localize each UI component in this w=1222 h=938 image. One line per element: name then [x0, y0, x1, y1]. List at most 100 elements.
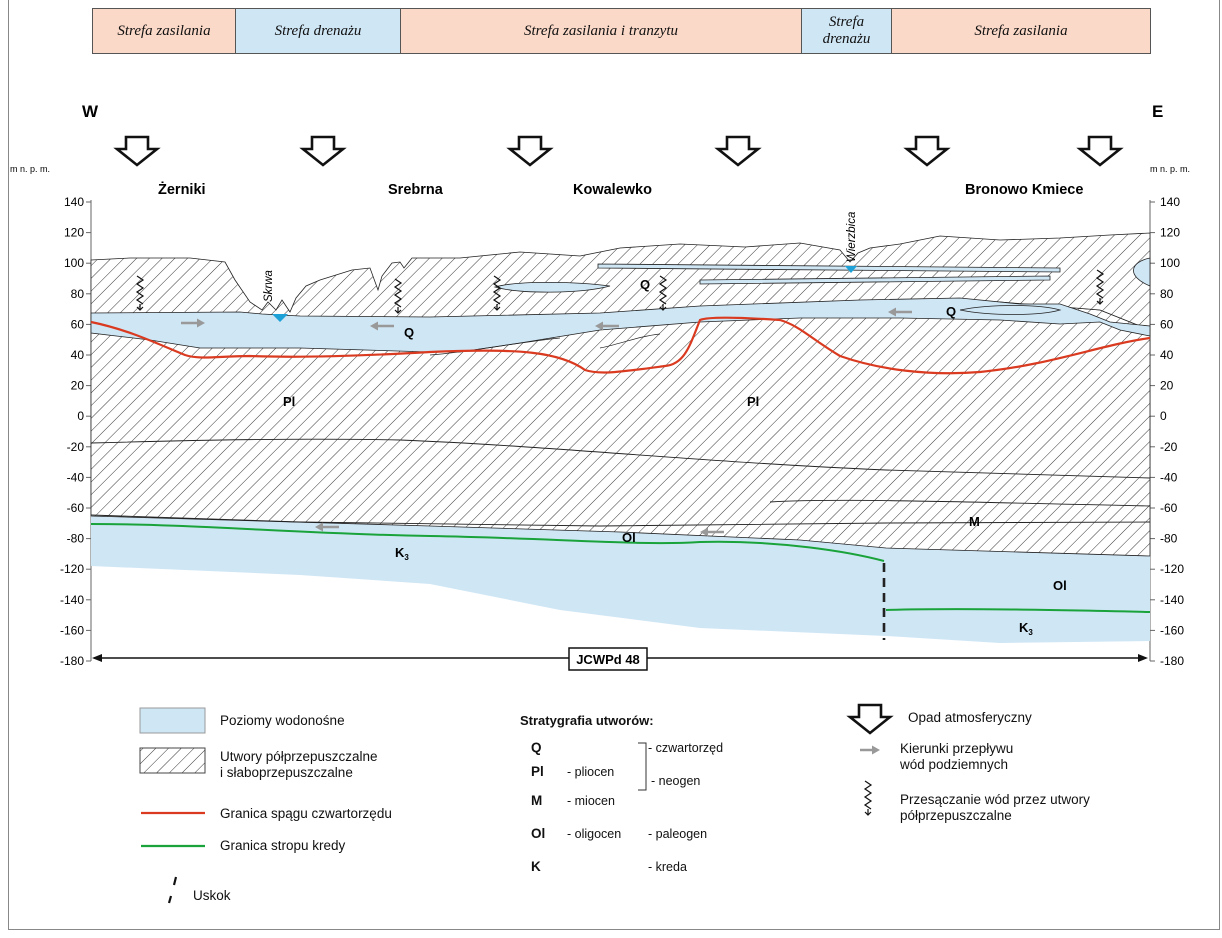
axis-tick-label: 60	[71, 317, 85, 331]
aquifer-lens-3	[699, 275, 1051, 285]
legend-flow-text-2: wód podziemnych	[900, 757, 1009, 772]
axis-tick-label: -120	[1160, 562, 1184, 576]
legend-fault-text: Uskok	[193, 888, 231, 903]
label-pl-1: Pl	[283, 394, 295, 409]
precipitation-arrows	[115, 135, 1122, 167]
axis-tick-label: -40	[1160, 470, 1178, 484]
legend-seep-text-1: Przesączanie wód przez utwory	[900, 792, 1090, 807]
legend-aquitard-text-2: i słaboprzepuszczalne	[220, 765, 353, 780]
axis-tick-label: -40	[67, 470, 85, 484]
quaternary-base-line	[90, 316, 1151, 375]
zone-supply-1: Strefa zasilania	[92, 8, 236, 54]
aquifer-lens-1	[493, 281, 611, 293]
east-label: E	[1152, 102, 1163, 121]
place-bronowo: Bronowo Kmiece	[965, 182, 1083, 198]
axis-tick-label: -80	[67, 532, 85, 546]
label-k3-2: K3	[1019, 620, 1033, 637]
label-q-1: Q	[404, 325, 414, 340]
legend-cretaceous-top-text: Granica stropu kredy	[220, 838, 346, 853]
strat-q: Q	[531, 740, 542, 755]
strat-neogen: - neogen	[651, 774, 701, 788]
axis-tick-label: -60	[67, 501, 85, 515]
legend-flow-text-1: Kierunki przepływu	[900, 741, 1014, 756]
geology-layers	[90, 232, 1151, 643]
strat-q-desc: - czwartorzęd	[648, 741, 724, 755]
axis-tick-label: 60	[1160, 317, 1174, 331]
zone-supply-2: Strefa zasilania	[891, 8, 1151, 54]
axis-tick-label: 140	[64, 195, 84, 209]
precipitation-arrow-icon	[905, 135, 949, 167]
precipitation-arrow-icon	[716, 135, 760, 167]
axis-tick-label: -160	[1160, 623, 1184, 637]
axis-tick-label: 120	[64, 226, 84, 240]
strat-pl: Pl	[531, 764, 544, 779]
strat-ol-desc: - oligocen	[567, 827, 622, 841]
strat-paleogen: - paleogen	[648, 827, 708, 841]
river-wierzbica-icon	[845, 266, 857, 273]
legend-aquifer-text: Poziomy wodonośne	[220, 713, 345, 728]
cretaceous-top-line-east	[885, 608, 1151, 613]
legend-quaternary-base-text: Granica spągu czwartorzędu	[220, 806, 392, 821]
strat-k-desc: - kreda	[648, 860, 687, 874]
axis-tick-label: 0	[77, 409, 84, 423]
legend-aquitard-text-1: Utwory półprzepuszczalne	[220, 749, 378, 764]
label-ol-2: Ol	[1053, 578, 1067, 593]
place-srebrna: Srebrna	[388, 182, 444, 198]
label-pl-2: Pl	[747, 394, 759, 409]
place-kowalewko: Kowalewko	[573, 182, 652, 198]
precipitation-arrow-icon	[1078, 135, 1122, 167]
strat-title: Stratygrafia utworów:	[520, 713, 654, 728]
strat-m: M	[531, 793, 543, 808]
axis-tick-label: -60	[1160, 501, 1178, 515]
axis-tick-label: -140	[60, 593, 84, 607]
axis-tick-label: -180	[1160, 654, 1184, 668]
jcwpd-label: JCWPd 48	[576, 652, 640, 667]
axis-tick-label: -140	[1160, 593, 1184, 607]
legend-seep-text-2: półprzepuszczalne	[900, 808, 1012, 823]
legend-precipitation-icon	[848, 703, 892, 735]
cretaceous-top-line	[90, 523, 885, 562]
aquifer-lens-5	[1133, 257, 1151, 287]
axis-tick-label: -20	[67, 440, 85, 454]
axis-tick-label: -20	[1160, 440, 1178, 454]
west-label: W	[82, 102, 99, 121]
figure-frame	[8, 0, 1220, 930]
axis-tick-label: 40	[71, 348, 85, 362]
axis-tick-label: -80	[1160, 532, 1178, 546]
legend-fault-symbol	[172, 876, 178, 886]
label-q-3: Q	[946, 304, 956, 319]
zone-drainage-2: Strefa drenażu	[801, 8, 892, 54]
place-zerniki: Żerniki	[158, 181, 206, 198]
label-k3-1: K3	[395, 545, 409, 562]
unit-label-right: m n. p. m.	[1150, 164, 1190, 174]
label-q-2: Q	[640, 277, 650, 292]
axis-tick-label: 40	[1160, 348, 1174, 362]
river-skrwa-label: Skrwa	[263, 270, 275, 302]
label-m: M	[969, 514, 980, 529]
legend-flow-icon	[860, 745, 880, 755]
precipitation-arrow-icon	[115, 135, 159, 167]
zone-drainage-1: Strefa drenażu	[235, 8, 401, 54]
axis-tick-label: -160	[60, 623, 84, 637]
axis-tick-label: 140	[1160, 195, 1180, 209]
aquifer-lens-2	[597, 263, 1061, 273]
axis-tick-label: 20	[71, 379, 85, 393]
axis-tick-label: 100	[64, 256, 84, 270]
precipitation-arrow-icon	[301, 135, 345, 167]
legend-aquifer-swatch	[139, 707, 206, 734]
label-ol-1: Ol	[622, 530, 636, 545]
axis-tick-label: 20	[1160, 379, 1174, 393]
axis-tick-label: 80	[1160, 287, 1174, 301]
axis-tick-label: 80	[71, 287, 85, 301]
axis-tick-label: 120	[1160, 226, 1180, 240]
legend-precip-text: Opad atmosferyczny	[908, 710, 1032, 725]
strat-m-desc: - miocen	[567, 794, 615, 808]
river-wierzbica-label: Wierzbica	[846, 212, 858, 262]
precipitation-arrow-icon	[508, 135, 552, 167]
strat-k: K	[531, 859, 541, 874]
strat-pl-desc: - pliocen	[567, 765, 615, 779]
zone-supply-transit: Strefa zasilania i tranzytu	[400, 8, 802, 54]
unit-label-left: m n. p. m.	[10, 164, 50, 174]
